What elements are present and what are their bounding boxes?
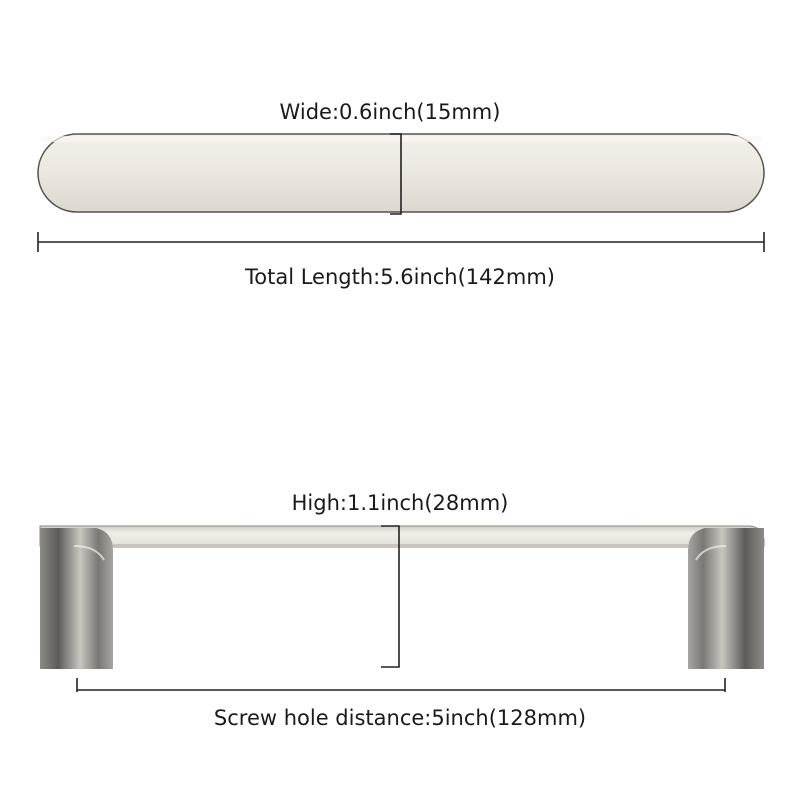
screw-hole-distance-line — [76, 678, 726, 692]
high-label: High:1.1inch(28mm) — [291, 491, 509, 515]
handle-side-view — [39, 525, 765, 669]
high-dimension-bracket — [381, 525, 400, 668]
wide-label: Wide:0.6inch(15mm) — [279, 100, 501, 124]
total-length-label: Total Length:5.6inch(142mm) — [244, 265, 556, 289]
total-length-line — [37, 232, 765, 252]
wide-dimension-bracket — [390, 133, 402, 215]
screw-hole-distance-label: Screw hole distance:5inch(128mm) — [213, 706, 587, 730]
